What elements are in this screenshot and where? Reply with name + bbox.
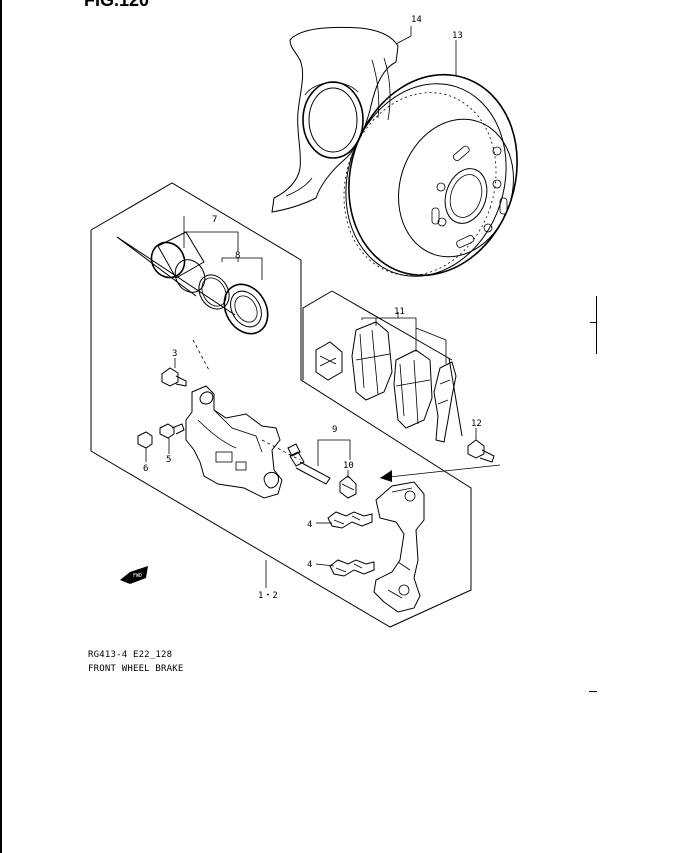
alignment-lines <box>192 339 501 482</box>
page-left-border <box>0 0 2 853</box>
bleeder-parts <box>137 423 185 449</box>
callout-8: 8 <box>235 251 240 261</box>
brake-disc-part <box>343 73 518 277</box>
page-edge-dash <box>589 691 597 692</box>
callout-11: 11 <box>394 307 405 317</box>
callout-1-2: 1・2 <box>258 591 278 601</box>
fwd-arrow-icon: FWD <box>120 566 148 584</box>
caliper-assembly-box <box>90 182 472 628</box>
page-edge-mark <box>596 296 597 354</box>
bolt-3-part <box>161 367 187 387</box>
callout-10: 10 <box>343 461 354 471</box>
brake-pad-box <box>302 290 463 437</box>
leader-lines <box>145 26 477 588</box>
page-edge-tick <box>590 322 596 323</box>
callout-9: 9 <box>332 425 337 435</box>
caliper-bracket-part <box>373 481 425 613</box>
caliper-body-part <box>185 385 283 499</box>
bolt-12-part <box>467 439 495 463</box>
callout-12: 12 <box>471 419 482 429</box>
brake-pads-part <box>315 321 457 443</box>
callout-14: 14 <box>411 15 422 25</box>
callout-7: 7 <box>212 215 217 225</box>
callout-3: 3 <box>172 349 177 359</box>
callout-13: 13 <box>452 31 463 41</box>
dust-shield-part <box>271 26 399 213</box>
figure-title: FIG.120 <box>84 0 150 10</box>
fwd-label: FWD <box>133 573 142 579</box>
piston-parts <box>116 231 269 335</box>
callout-4-lower: 4 <box>307 560 312 570</box>
pad-clip-lower-part <box>329 559 375 577</box>
guide-pin-part <box>287 443 357 499</box>
callout-6: 6 <box>143 464 148 474</box>
figure-name: FRONT WHEEL BRAKE <box>88 664 184 674</box>
callout-5: 5 <box>166 455 171 465</box>
figure-code: RG413-4 E22_128 <box>88 650 173 660</box>
pad-clip-upper-part <box>327 511 373 529</box>
callout-4-upper: 4 <box>307 520 312 530</box>
